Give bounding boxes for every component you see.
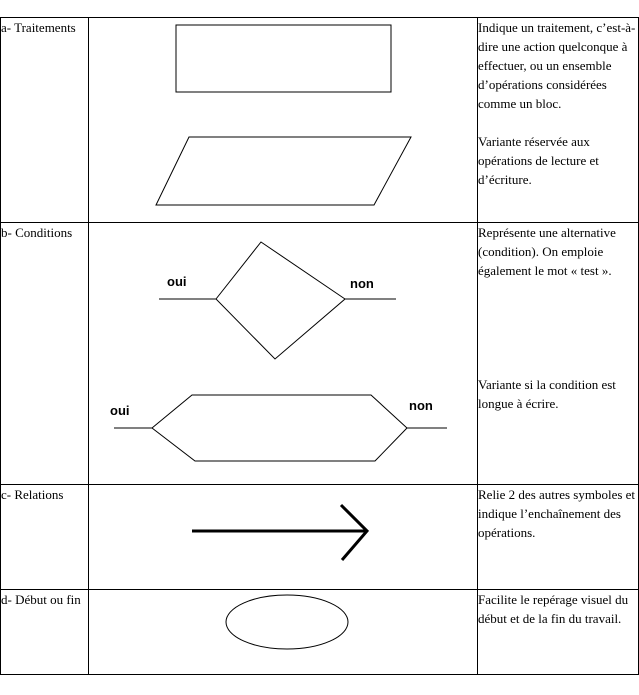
table-row-relations: c- Relations Relie 2 des autres symboles…	[0, 484, 639, 590]
relations-symbols	[192, 503, 370, 561]
terminal-ellipse-symbol	[225, 594, 349, 650]
process-rectangle-symbol	[175, 24, 392, 93]
table-row-conditions: b- Conditions oui non oui non Représente…	[0, 222, 639, 485]
symbol-cell-traitements	[88, 17, 478, 223]
decision-diamond-symbol	[215, 241, 346, 360]
desc-process: Indique un traitement, c’est-à-dire une …	[478, 20, 636, 111]
symbol-cell-conditions: oui non oui non	[88, 222, 478, 485]
debut-fin-symbols	[225, 594, 349, 650]
diamond-no-label: non	[350, 276, 374, 291]
table-row-traitements: a- Traitements Indique un traitement, c’…	[0, 17, 639, 223]
conditions-symbols: oui non oui non	[110, 241, 447, 462]
desc-relation: Relie 2 des autres symboles et indique l…	[478, 487, 636, 540]
arrow-right-icon	[192, 503, 370, 561]
hexagon-yes-label: oui	[110, 403, 130, 418]
desc-terminal: Facilite le repérage visuel du début et …	[478, 592, 629, 626]
row-label-relations: c- Relations	[0, 484, 89, 590]
traitements-symbols	[155, 24, 412, 206]
symbol-cell-debut-fin	[88, 589, 478, 675]
row-label-traitements: a- Traitements	[0, 17, 89, 223]
table-row-debut-fin: d- Début ou fin Facilite le repérage vis…	[0, 589, 639, 675]
diamond-yes-label: oui	[167, 274, 187, 289]
row-desc-traitements: Indique un traitement, c’est-à-dire une …	[477, 17, 639, 223]
io-parallelogram-symbol	[155, 136, 412, 206]
long-condition-hexagon-symbol	[151, 394, 408, 462]
row-label-conditions: b- Conditions	[0, 222, 89, 485]
row-desc-relations: Relie 2 des autres symboles et indique l…	[477, 484, 639, 590]
flowchart-symbols-table: a- Traitements Indique un traitement, c’…	[0, 17, 639, 675]
desc-decision: Représente une alternative (condition). …	[478, 225, 616, 278]
desc-io-variant: Variante réservée aux opérations de lect…	[478, 134, 599, 187]
row-desc-debut-fin: Facilite le repérage visuel du début et …	[477, 589, 639, 675]
row-label-debut-fin: d- Début ou fin	[0, 589, 89, 675]
desc-long-condition-variant: Variante si la condition est longue à éc…	[478, 377, 616, 411]
row-desc-conditions: Représente une alternative (condition). …	[477, 222, 639, 485]
symbol-cell-relations	[88, 484, 478, 590]
hexagon-no-label: non	[409, 398, 433, 413]
